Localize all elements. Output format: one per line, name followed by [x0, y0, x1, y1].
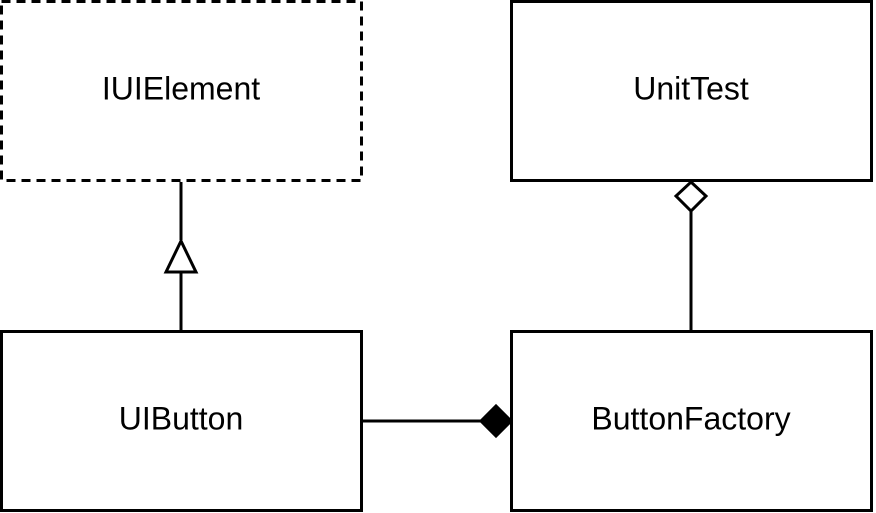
class-buttonfactory-box: [510, 330, 873, 512]
filled-diamond-arrowhead-icon: [478, 403, 514, 439]
class-unittest-label: UnitTest: [633, 70, 749, 106]
class-unittest[interactable]: UnitTest: [510, 0, 873, 182]
class-iuielement-box: [0, 0, 363, 182]
class-iuielement-label: IUIElement: [102, 70, 260, 106]
class-uibutton[interactable]: UIButton: [0, 330, 363, 512]
class-iuielement[interactable]: IUIElement: [0, 0, 363, 182]
realization-connector[interactable]: [163, 182, 199, 331]
class-buttonfactory[interactable]: ButtonFactory: [510, 330, 873, 512]
composition-connector[interactable]: [362, 403, 514, 439]
hollow-triangle-arrowhead-icon: [163, 237, 199, 274]
class-uibutton-box: [0, 330, 363, 512]
aggregation-connector[interactable]: [673, 179, 709, 331]
class-buttonfactory-label: ButtonFactory: [591, 400, 790, 436]
class-uibutton-label: UIButton: [119, 400, 244, 436]
hollow-diamond-arrowhead-icon: [673, 179, 709, 214]
class-unittest-box: [510, 0, 873, 182]
